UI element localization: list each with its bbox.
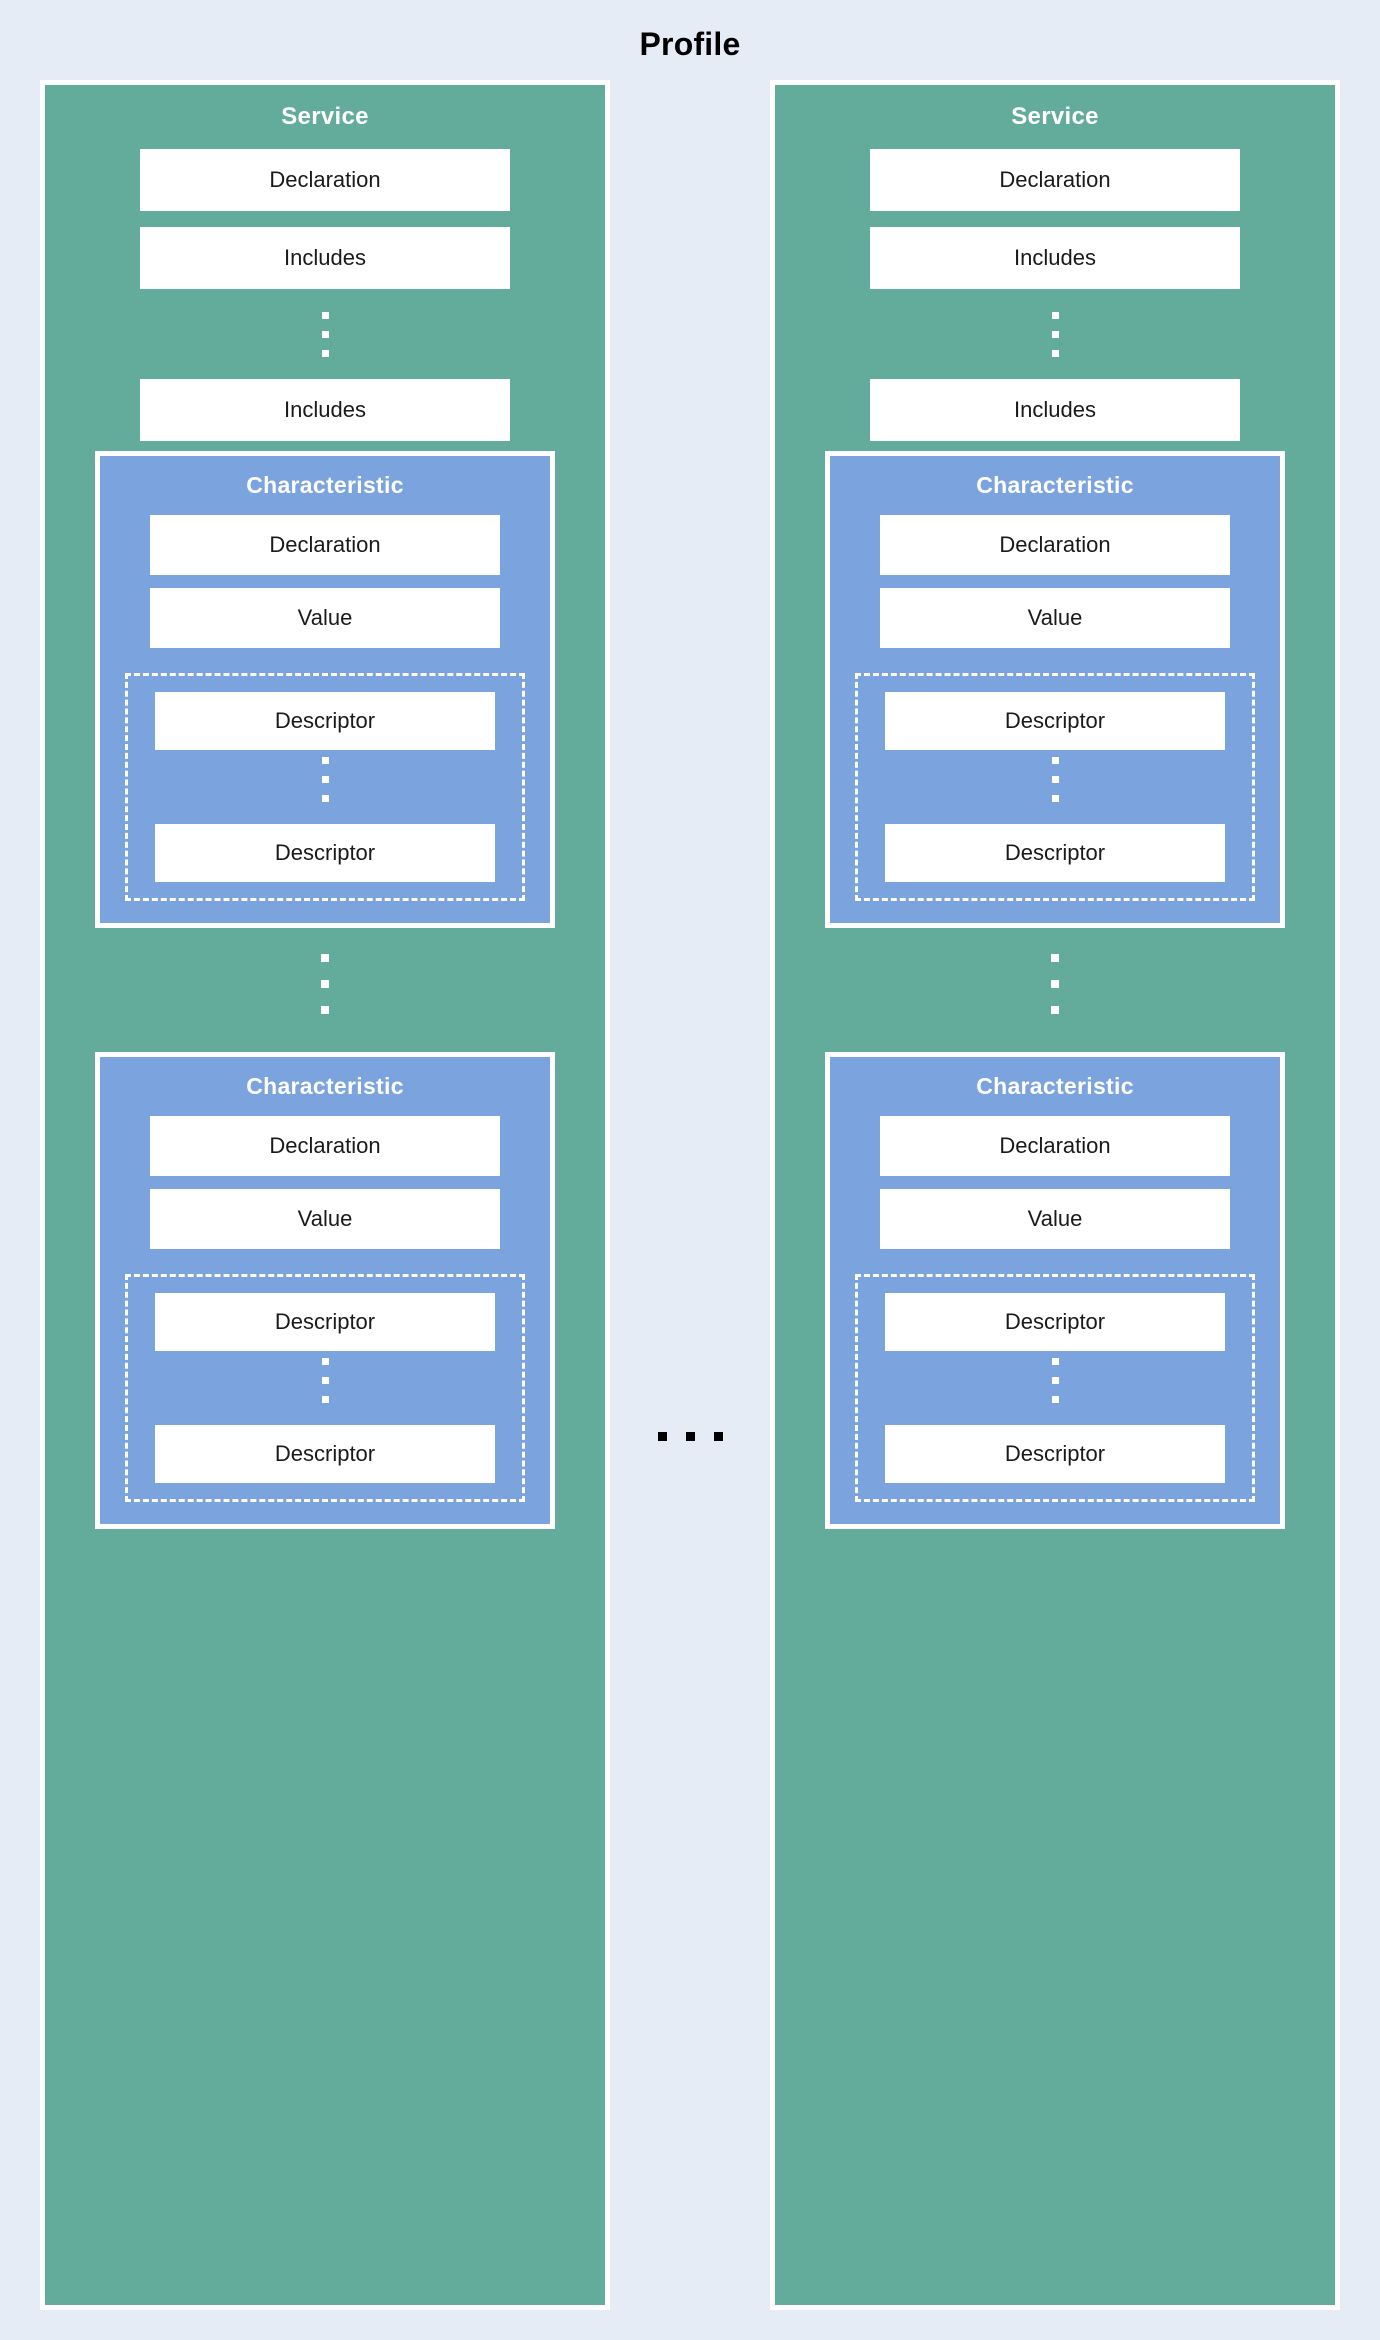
- right-edge-spacer: [1340, 80, 1380, 2310]
- characteristic-title: Characteristic: [246, 472, 404, 498]
- ellipsis-dot: [1051, 1006, 1059, 1014]
- ellipsis-dot: [1051, 775, 1059, 783]
- descriptor-ellipsis: [321, 1351, 329, 1409]
- descriptor-box[interactable]: Descriptor: [155, 692, 495, 750]
- descriptor-group: Descriptor Descriptor: [125, 673, 525, 901]
- characteristic-block-2[interactable]: Characteristic Declaration Value Descrip…: [95, 1052, 555, 1529]
- descriptor-box[interactable]: Descriptor: [155, 1293, 495, 1351]
- ellipsis-dot: [321, 330, 329, 338]
- ellipsis-dot: [1051, 1395, 1059, 1403]
- descriptor-box[interactable]: Descriptor: [885, 692, 1225, 750]
- left-edge-spacer: [0, 80, 40, 2310]
- characteristic-ellipsis: [1051, 942, 1059, 1026]
- service-includes-box-last[interactable]: Includes: [870, 379, 1240, 441]
- descriptor-ellipsis: [321, 750, 329, 808]
- characteristic-title: Characteristic: [976, 472, 1134, 498]
- characteristic-ellipsis: [321, 942, 329, 1026]
- ellipsis-dot: [1051, 756, 1059, 764]
- descriptor-box-last[interactable]: Descriptor: [885, 824, 1225, 882]
- descriptor-ellipsis: [1051, 750, 1059, 808]
- ellipsis-dot: [657, 1432, 667, 1441]
- characteristic-title: Characteristic: [976, 1073, 1134, 1099]
- ellipsis-dot: [1051, 330, 1059, 338]
- service-includes-ellipsis: [321, 305, 329, 363]
- ellipsis-dot: [321, 1006, 329, 1014]
- descriptor-group: Descriptor Descriptor: [125, 1274, 525, 1502]
- characteristic-block-1[interactable]: Characteristic Declaration Value Descrip…: [825, 451, 1285, 928]
- ellipsis-dot: [1051, 954, 1059, 962]
- characteristic-declaration-box[interactable]: Declaration: [150, 1116, 500, 1176]
- services-horizontal-ellipsis: [657, 1432, 723, 1441]
- ellipsis-dot: [685, 1432, 695, 1441]
- characteristic-value-box[interactable]: Value: [880, 588, 1230, 648]
- descriptor-group: Descriptor Descriptor: [855, 1274, 1255, 1502]
- service-title: Service: [1011, 103, 1099, 130]
- characteristic-declaration-box[interactable]: Declaration: [880, 1116, 1230, 1176]
- ellipsis-dot: [1051, 311, 1059, 319]
- ellipsis-dot: [1051, 349, 1059, 357]
- ellipsis-dot: [1051, 1357, 1059, 1365]
- characteristic-block-2[interactable]: Characteristic Declaration Value Descrip…: [825, 1052, 1285, 1529]
- ellipsis-dot: [321, 794, 329, 802]
- descriptor-box-last[interactable]: Descriptor: [885, 1425, 1225, 1483]
- descriptor-box-last[interactable]: Descriptor: [155, 824, 495, 882]
- ellipsis-dot: [713, 1432, 723, 1441]
- descriptor-box-last[interactable]: Descriptor: [155, 1425, 495, 1483]
- ellipsis-dot: [321, 349, 329, 357]
- service-block-2[interactable]: Service Declaration Includes Includes Ch…: [770, 80, 1340, 2310]
- service-includes-ellipsis: [1051, 305, 1059, 363]
- ellipsis-dot: [321, 1376, 329, 1384]
- characteristic-value-box[interactable]: Value: [880, 1189, 1230, 1249]
- ellipsis-dot: [321, 954, 329, 962]
- service-declaration-box[interactable]: Declaration: [140, 149, 510, 211]
- characteristic-value-box[interactable]: Value: [150, 1189, 500, 1249]
- service-declaration-box[interactable]: Declaration: [870, 149, 1240, 211]
- characteristic-block-1[interactable]: Characteristic Declaration Value Descrip…: [95, 451, 555, 928]
- characteristic-value-box[interactable]: Value: [150, 588, 500, 648]
- service-includes-box-last[interactable]: Includes: [140, 379, 510, 441]
- service-columns: Service Declaration Includes Includes Ch…: [0, 80, 1380, 2310]
- ellipsis-dot: [321, 980, 329, 988]
- ellipsis-dot: [321, 756, 329, 764]
- descriptor-group: Descriptor Descriptor: [855, 673, 1255, 901]
- service-block-1[interactable]: Service Declaration Includes Includes Ch…: [40, 80, 610, 2310]
- ellipsis-dot: [321, 311, 329, 319]
- service-title: Service: [281, 103, 369, 130]
- ellipsis-dot: [321, 1357, 329, 1365]
- service-includes-box[interactable]: Includes: [140, 227, 510, 289]
- descriptor-ellipsis: [1051, 1351, 1059, 1409]
- ellipsis-dot: [1051, 980, 1059, 988]
- ellipsis-dot: [1051, 794, 1059, 802]
- services-gap: [610, 80, 770, 2310]
- descriptor-box[interactable]: Descriptor: [885, 1293, 1225, 1351]
- ellipsis-dot: [321, 1395, 329, 1403]
- ellipsis-dot: [321, 775, 329, 783]
- ellipsis-dot: [1051, 1376, 1059, 1384]
- service-includes-box[interactable]: Includes: [870, 227, 1240, 289]
- characteristic-declaration-box[interactable]: Declaration: [150, 515, 500, 575]
- page-title: Profile: [639, 26, 741, 62]
- characteristic-declaration-box[interactable]: Declaration: [880, 515, 1230, 575]
- characteristic-title: Characteristic: [246, 1073, 404, 1099]
